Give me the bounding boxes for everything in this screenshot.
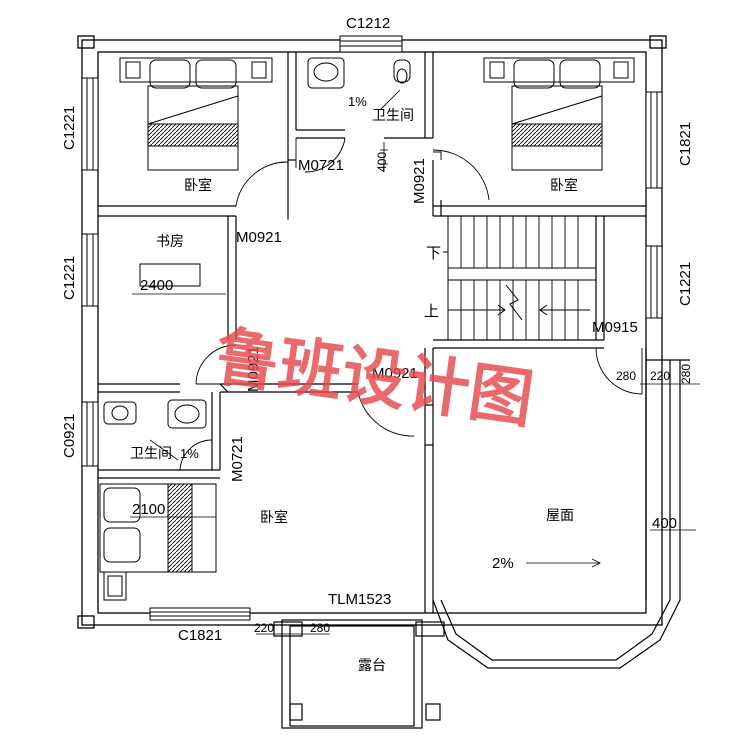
dimension-desk: 2400 (140, 277, 173, 294)
dimension-bed: 2100 (132, 501, 165, 518)
window-label-right-2: C1221 (677, 262, 694, 306)
window-label-left-1: C1221 (61, 106, 78, 150)
window-label-left-2: C1221 (61, 256, 78, 300)
window-labels: C1212 C1221 C1221 C0921 C1821 C1221 C182… (61, 15, 694, 644)
room-label-roof: 屋面 (546, 507, 574, 523)
room-label-bedroom-ne: 卧室 (550, 177, 578, 193)
dimension-280-b: 280 (679, 364, 693, 384)
door-label-stair: M0915 (592, 319, 638, 336)
interior-walls (98, 52, 647, 613)
door-label-balcony: TLM1523 (328, 591, 391, 608)
room-labels: 卧室 卧室 卫生间 书房 卫生间 卧室 屋面 露台 (130, 107, 578, 673)
room-label-bathroom-w: 卫生间 (130, 445, 172, 461)
room-label-bathroom-n: 卫生间 (372, 107, 414, 123)
staircase (443, 216, 597, 340)
room-label-bedroom-nw: 卧室 (184, 177, 212, 193)
window-label-left-3: C0921 (61, 414, 78, 458)
window-label-bottom: C1821 (178, 627, 222, 644)
dimension-280-c: 280 (310, 621, 330, 635)
roof-bay-outline (432, 359, 690, 669)
window-openings (81, 35, 663, 621)
door-labels: M0721 M0921 M0921 M0921 M0921 M0721 M091… (229, 157, 638, 608)
door-label-bedroom-nw: M0921 (236, 229, 282, 246)
dimension-values: 2400 2100 400 400 280 220 280 220 280 (132, 152, 693, 635)
room-label-balcony: 露台 (358, 657, 386, 673)
dimension-lines (130, 89, 700, 635)
dimension-small-400: 400 (375, 152, 389, 172)
room-label-bedroom-s: 卧室 (260, 509, 288, 525)
slope-label-roof: 2% (492, 555, 514, 572)
door-label-bath-w: M0721 (229, 436, 246, 482)
door-label-bedroom-ne: M0921 (411, 158, 428, 204)
window-label-right-1: C1821 (677, 122, 694, 166)
door-label-study: M0921 (245, 346, 262, 392)
slope-label-bath-n: 1% (348, 94, 367, 109)
stair-up-label: 上 (424, 303, 439, 320)
balcony-outline (273, 619, 445, 729)
dimension-280-a: 280 (616, 369, 636, 383)
slope-labels: 1% 1% 2% (180, 94, 514, 572)
door-label-bath-n: M0721 (298, 157, 344, 174)
stair-down-label: 下 (426, 245, 441, 262)
slope-label-bath-w: 1% (180, 446, 199, 461)
dimension-side-400: 400 (652, 515, 677, 532)
room-label-study: 书房 (156, 233, 184, 249)
stair-labels: 下 上 (424, 245, 441, 320)
dimension-220-a: 220 (650, 369, 670, 383)
door-label-bedroom-s: M0921 (372, 365, 418, 382)
dimension-220-b: 220 (254, 621, 274, 635)
door-swings (179, 137, 643, 471)
window-label-top: C1212 (346, 15, 390, 32)
furniture (99, 57, 635, 601)
